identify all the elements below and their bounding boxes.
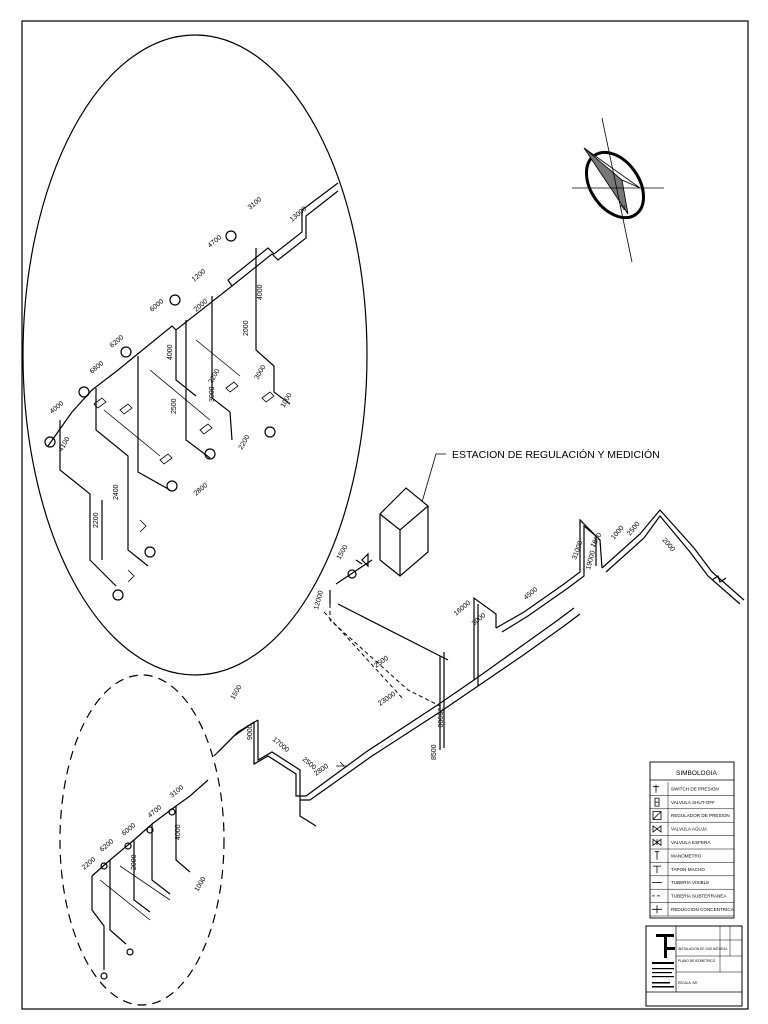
dimension-label-main: 1500 — [336, 544, 350, 561]
dimension-label-small: 2200 — [81, 856, 98, 871]
legend-item: REGULADOR DE PRESION — [650, 808, 734, 823]
dimension-label-detail: 2800 — [193, 482, 210, 497]
dimension-label-detail: 3000 — [254, 364, 268, 381]
detail-large-outline — [22, 34, 368, 676]
dimension-label-small: 6200 — [99, 838, 116, 853]
dimension-label-detail: 2200 — [238, 434, 252, 451]
north-arrow-icon: N — [572, 117, 664, 263]
legend-title: SIMBOLOGIA — [676, 770, 717, 777]
legend-item-label: TUBERIA VISIBLE — [671, 880, 709, 885]
concentric-reduction-icon — [652, 905, 662, 914]
legend-item-label: REDUCCION CONCENTRICA — [671, 907, 735, 912]
legend-item: REDUCCION CONCENTRICA — [650, 902, 735, 917]
dimension-label-detail: 2200 — [208, 368, 222, 385]
ball-valve-icon — [652, 838, 662, 847]
dimension-label-main: 1800 — [590, 532, 604, 549]
legend-item: VALVULA AGUJA — [650, 822, 734, 836]
dimension-label-main: 23000 — [377, 691, 397, 708]
dimension-label-detail: 6000 — [149, 298, 166, 313]
legend-item: VALVULA SHUT-OFF — [650, 795, 734, 810]
dimension-label-main: 3000 — [471, 612, 488, 627]
dimension-label-main: 9000 — [247, 724, 254, 740]
dimension-label-main: 16000 — [453, 600, 472, 618]
detail-small-outline — [59, 674, 225, 1006]
company-logo — [652, 934, 675, 988]
legend-item-label: SWITCH DE PRESION — [671, 786, 719, 791]
dimension-label-main: 19000 — [585, 550, 597, 571]
manometer-icon — [655, 851, 659, 860]
dimension-label-detail: 4000 — [257, 284, 264, 300]
dimension-label-main: 12000 — [313, 590, 325, 611]
dimension-label-small: 3100 — [169, 784, 186, 799]
dimension-label-detail: 2400 — [113, 484, 120, 500]
dimension-label-main: 1000 — [610, 525, 625, 542]
title-line-2: PLANO DE ISOMETRICO — [678, 959, 716, 963]
dimension-label-small: 4000 — [175, 824, 182, 840]
legend-item-label: MANOMETRO — [671, 853, 702, 858]
cap-icon — [653, 865, 661, 874]
dimension-label-detail: 2500 — [171, 398, 178, 414]
legend-item-label: TAPON MACHO — [671, 867, 705, 872]
pressure-switch-icon — [653, 784, 659, 793]
legend-item: TUBERIA SUBTERRANEA — [650, 889, 734, 903]
legend-item-label: VALVULA AGUJA — [671, 827, 708, 832]
dimension-label-small: 6000 — [121, 822, 138, 837]
legend-item-label: VALVULA ESFERA — [671, 840, 711, 845]
dimension-label-main: 2500 — [373, 655, 390, 670]
dimension-label-main: 17000 — [271, 736, 290, 754]
dimension-label-detail: 13000 — [289, 206, 308, 224]
shutoff-valve-icon — [654, 797, 660, 807]
dimension-label-main: 1500 — [230, 684, 244, 701]
title-line-3: ESCALA: S/E — [678, 981, 698, 985]
legend-item-label: VALVULA SHUT-OFF — [671, 800, 715, 805]
legend-item: MANOMETRO — [650, 849, 734, 863]
dimension-label-detail: 6200 — [109, 334, 126, 349]
dimension-label-detail: 3100 — [247, 196, 264, 211]
dimension-label-detail: 4000 — [49, 400, 66, 415]
svg-text:N: N — [620, 205, 625, 212]
dimension-label-main: 2000 — [660, 537, 675, 554]
legend-item: TUBERIA VISIBLE — [650, 875, 734, 890]
dimension-label-detail: 2000 — [243, 320, 250, 336]
dimension-label-small: 2000 — [131, 854, 138, 870]
legend-item-label: TUBERIA SUBTERRANEA — [671, 894, 727, 899]
title-line-1: INSTALACION DE GAS NATURAL — [678, 947, 728, 951]
dimension-label-main: 4500 — [523, 586, 540, 601]
sheet-border — [21, 20, 749, 1010]
detail-large: 3100470060006200680040001300020004000200… — [22, 34, 368, 676]
legend: SIMBOLOGIA SWITCH DE PRESION VALVULA SHUT… — [649, 761, 735, 919]
title-block: INSTALACION DE GAS NATURAL PLANO DE ISOM… — [645, 925, 743, 1007]
dimension-label-detail: 2200 — [93, 512, 100, 528]
relief-valve-icon — [652, 825, 662, 833]
dimension-label-detail: 4000 — [167, 344, 174, 360]
dimension-label-main: 31000 — [571, 540, 584, 561]
dimension-label-detail: 3000 — [209, 386, 216, 402]
legend-item: TAPON MACHO — [650, 862, 734, 877]
dimension-label-detail: 1000 — [280, 392, 294, 409]
dimension-label-main: 8500 — [431, 744, 438, 760]
dimension-label-main: 2500 — [301, 756, 318, 771]
dimension-label-detail: 4700 — [207, 234, 224, 249]
dimension-label-main: 25000 — [436, 708, 443, 728]
legend-item-label: REGULADOR DE PRESION — [671, 813, 730, 818]
dimension-label-small: 1000 — [194, 876, 208, 893]
regulation-station: ESTACION DE REGULACIÓN Y MEDICIÓN — [379, 448, 660, 577]
legend-item: VALVULA ESFERA — [650, 835, 734, 850]
station-label: ESTACION DE REGULACIÓN Y MEDICIÓN — [452, 448, 660, 461]
legend-item: SWITCH DE PRESION — [650, 782, 734, 796]
pressure-regulator-icon — [652, 811, 662, 820]
dimension-label-detail: 1200 — [191, 268, 208, 283]
dimension-label-detail: 6800 — [89, 360, 106, 375]
